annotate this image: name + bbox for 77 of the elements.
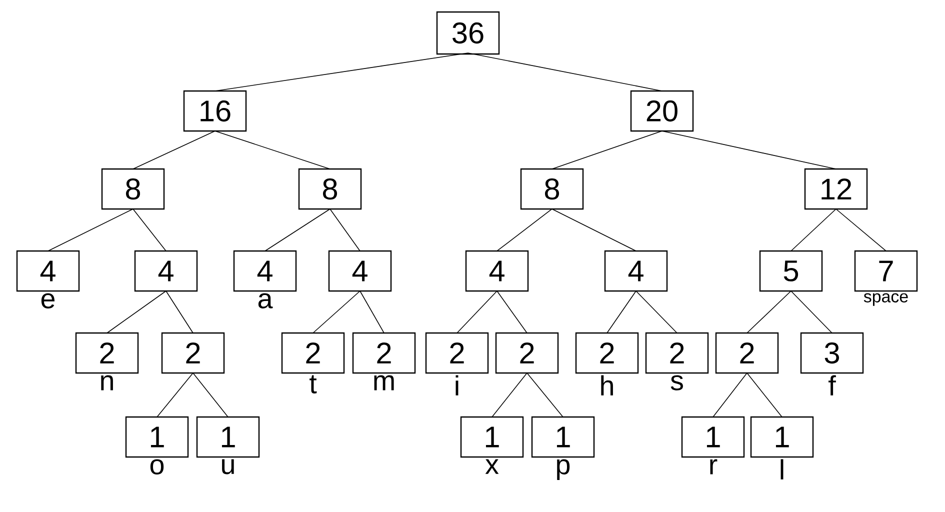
number-box: 1 bbox=[531, 416, 595, 458]
letter-label: l bbox=[780, 459, 784, 480]
tree-edge bbox=[106, 290, 166, 334]
tree-edge bbox=[662, 130, 836, 170]
letter-label: h bbox=[601, 375, 613, 396]
number-box: 2 bbox=[715, 332, 779, 374]
number-box: 2 bbox=[281, 332, 345, 374]
tree-edge bbox=[214, 52, 468, 92]
letter-label: e bbox=[41, 293, 55, 308]
tree-edge bbox=[790, 290, 832, 334]
letter-label: space bbox=[864, 293, 908, 306]
tree-edge bbox=[636, 290, 678, 334]
tree-edge bbox=[166, 290, 194, 334]
tree-edge bbox=[312, 290, 360, 334]
number-box: 2 bbox=[495, 332, 559, 374]
letter-label: f bbox=[828, 375, 836, 396]
tree-edge bbox=[496, 290, 528, 334]
tree-edge bbox=[468, 52, 662, 92]
letter-label: o bbox=[150, 459, 164, 474]
tree-edge bbox=[360, 290, 384, 334]
number-box: 36 bbox=[436, 11, 500, 55]
tree-edge bbox=[606, 290, 636, 334]
tree-edge bbox=[712, 372, 748, 418]
number-box: 1 bbox=[125, 416, 189, 458]
tree-edge bbox=[48, 208, 134, 252]
tree-edge bbox=[746, 372, 782, 418]
number-box: 2 bbox=[645, 332, 709, 374]
number-box: 2 bbox=[575, 332, 639, 374]
tree-edge bbox=[264, 208, 330, 252]
letter-label: u bbox=[222, 459, 234, 474]
letter-label: p bbox=[557, 459, 570, 480]
tree-edge bbox=[526, 372, 564, 418]
tree-edge bbox=[552, 130, 662, 170]
number-box: 1 bbox=[196, 416, 260, 458]
tree-edge bbox=[552, 208, 636, 252]
tree-edge bbox=[746, 290, 792, 334]
letter-label: t bbox=[310, 375, 317, 394]
tree-edge bbox=[156, 372, 194, 418]
tree-edge bbox=[492, 372, 528, 418]
tree-edge bbox=[214, 130, 330, 170]
number-box: 1 bbox=[460, 416, 524, 458]
number-box: 2 bbox=[352, 332, 416, 374]
number-box: 8 bbox=[101, 168, 165, 210]
letter-label: a bbox=[258, 293, 273, 308]
letter-label: s bbox=[670, 375, 683, 390]
number-box: 2 bbox=[161, 332, 225, 374]
number-box: 4 bbox=[16, 250, 80, 292]
number-box: 8 bbox=[520, 168, 584, 210]
letter-label: i bbox=[456, 375, 458, 396]
number-box: 2 bbox=[75, 332, 139, 374]
tree-edge bbox=[836, 208, 886, 252]
letter-label: n bbox=[101, 375, 113, 390]
letter-label: m bbox=[374, 375, 394, 390]
number-box: 4 bbox=[328, 250, 392, 292]
tree-edge bbox=[790, 208, 836, 252]
tree-edge bbox=[132, 208, 166, 252]
tree-edge bbox=[192, 372, 228, 418]
number-box: 7 bbox=[854, 250, 918, 292]
tree-edge bbox=[456, 290, 498, 334]
number-box: 1 bbox=[750, 416, 814, 458]
number-box: 5 bbox=[759, 250, 823, 292]
letter-label: x bbox=[485, 459, 499, 474]
number-box: 4 bbox=[465, 250, 529, 292]
number-box: 12 bbox=[804, 168, 868, 210]
number-box: 4 bbox=[134, 250, 198, 292]
number-box: 1 bbox=[681, 416, 745, 458]
number-box: 2 bbox=[425, 332, 489, 374]
tree-edge bbox=[330, 208, 360, 252]
tree-edge bbox=[496, 208, 552, 252]
number-box: 4 bbox=[233, 250, 297, 292]
tree-edge bbox=[132, 130, 216, 170]
letter-label: r bbox=[710, 459, 718, 474]
number-box: 3 bbox=[800, 332, 864, 374]
number-box: 16 bbox=[183, 90, 247, 132]
number-box: 20 bbox=[630, 90, 694, 132]
number-box: 4 bbox=[604, 250, 668, 292]
number-box: 8 bbox=[298, 168, 362, 210]
